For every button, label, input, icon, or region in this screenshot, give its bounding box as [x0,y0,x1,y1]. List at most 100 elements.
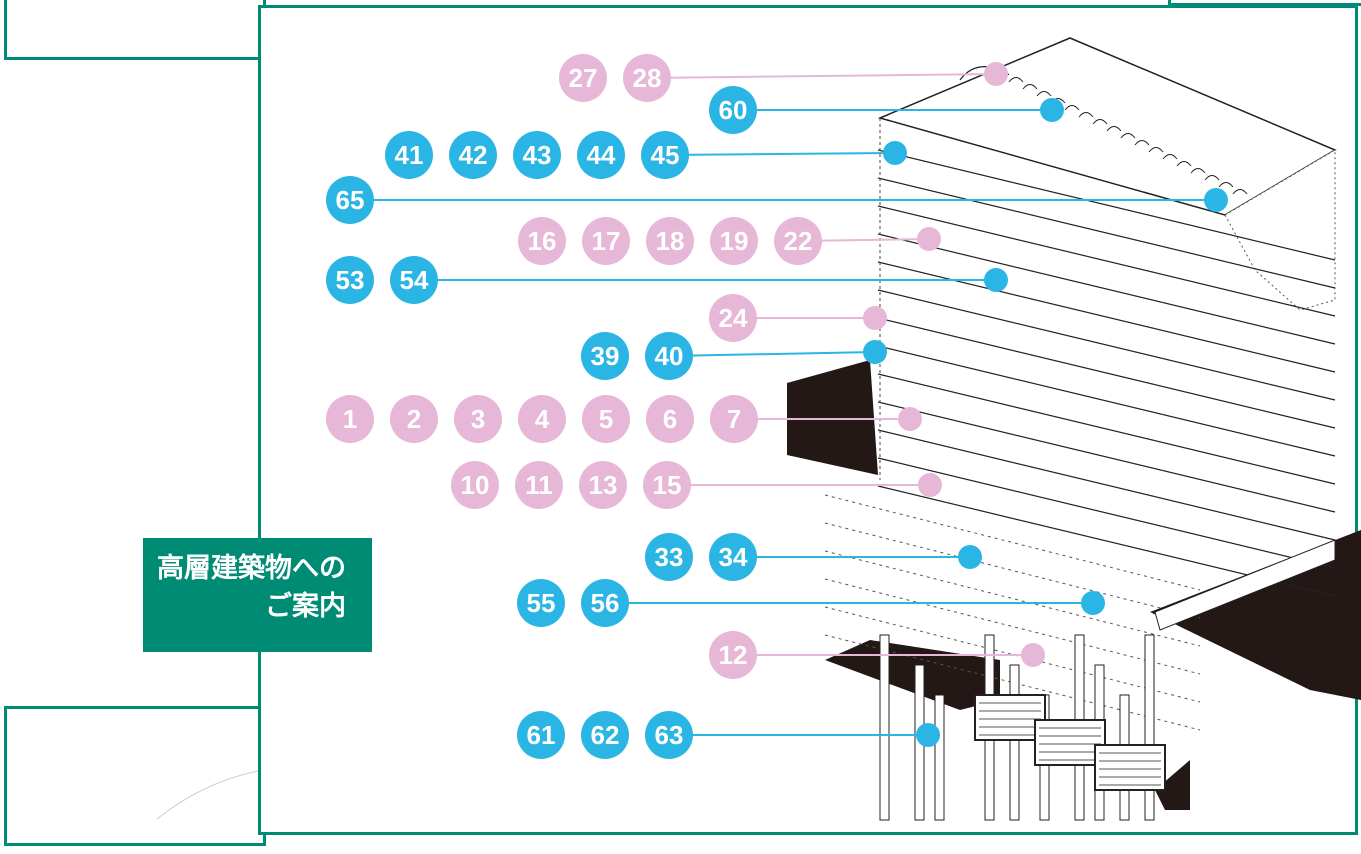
callout-bubble[interactable] [774,217,822,265]
roof-outline [877,37,1337,216]
callout-number: 40 [655,341,684,371]
bottom-left-panel [4,706,270,846]
decorative-arc [156,768,270,820]
callout-bubble[interactable] [581,579,629,627]
callout-leader-line [646,73,997,79]
top-right-panel [1168,0,1361,6]
callout-target-dot [1081,591,1105,615]
callout-bubble[interactable] [559,54,607,102]
callout-bubble[interactable] [582,395,630,443]
callout-number: 16 [528,226,557,256]
callout-number: 13 [589,470,618,500]
callout-bubble[interactable] [518,395,566,443]
callout-target-dot [916,723,940,747]
callout-bubble[interactable] [709,533,757,581]
callout-bubble[interactable] [390,395,438,443]
callout-bubble[interactable] [390,256,438,304]
building-illustration [787,37,1361,821]
callout-bubble[interactable] [326,176,374,224]
callout-leader-line [668,351,876,357]
callout-bubble[interactable] [582,217,630,265]
callout-bubble[interactable] [326,395,374,443]
callout-bubble[interactable] [518,217,566,265]
callout-number: 43 [523,140,552,170]
callout-bubble[interactable] [641,131,689,179]
callout-bubble[interactable] [645,533,693,581]
callout-number: 22 [784,226,813,256]
callout-bubble[interactable] [710,217,758,265]
callout-number: 17 [592,226,621,256]
callout-number: 33 [655,542,684,572]
callout-bubble[interactable] [646,395,694,443]
podium-ledge [1154,539,1336,631]
callout-number: 44 [587,140,616,170]
podium-lines [824,494,1201,731]
callout-bubble[interactable] [709,631,757,679]
high-rise-guide-button[interactable]: 高層建築物への ご案内 [143,538,372,652]
callout-leader-line [664,152,896,156]
callout-number: 42 [459,140,488,170]
callout-number: 34 [719,542,748,572]
callout-bubble[interactable] [513,131,561,179]
callout-number: 4 [535,404,550,434]
callout-number: 53 [336,265,365,295]
foundation-block [825,640,1000,710]
callout-target-dot [863,340,887,364]
callout-number: 63 [655,720,684,750]
callout-bubble[interactable] [581,332,629,380]
callout-bubble[interactable] [581,711,629,759]
callout-bubble[interactable] [643,461,691,509]
callout-60: 60 [709,86,1064,134]
callout-number: 5 [599,404,613,434]
callout-bubble[interactable] [451,461,499,509]
callout-bubble[interactable] [579,461,627,509]
callout-bubble[interactable] [326,256,374,304]
callout-number: 56 [591,588,620,618]
callout-target-dot [898,407,922,431]
callout-number: 6 [663,404,677,434]
callout-bubble[interactable] [645,711,693,759]
callout-16-17-18-19-22: 16 17 18 19 22 [518,217,941,265]
dark-block-left [787,360,878,475]
callout-65: 65 [326,176,1228,224]
callout-number: 54 [400,265,429,295]
callout-number: 61 [527,720,556,750]
callout-24: 24 [709,294,887,342]
callout-bubble[interactable] [517,579,565,627]
foundation-grid [974,694,1166,791]
callout-target-dot [984,268,1008,292]
callout-number: 27 [569,63,598,93]
callout-bubble[interactable] [385,131,433,179]
callout-bubble[interactable] [710,395,758,443]
callout-number: 24 [719,303,748,333]
callout-bubble[interactable] [709,294,757,342]
callout-bubble[interactable] [449,131,497,179]
guide-label-line2: ご案内 [265,591,346,622]
guide-label-line1: 高層建築物への [157,553,346,584]
callout-bubble[interactable] [709,86,757,134]
top-left-panel [4,0,266,60]
callout-number: 45 [651,140,680,170]
callout-number: 55 [527,588,556,618]
callout-target-dot [883,141,907,165]
callout-target-dot [1204,188,1228,212]
callout-bubble[interactable] [517,711,565,759]
callout-bubble[interactable] [646,217,694,265]
callout-number: 18 [656,226,685,256]
callout-bubble[interactable] [515,461,563,509]
callout-bubble[interactable] [454,395,502,443]
callout-target-dot [984,62,1008,86]
callout-number: 12 [719,640,748,670]
callout-number: 19 [720,226,749,256]
callout-number: 15 [653,470,682,500]
callout-number: 60 [719,95,748,125]
callout-bubble[interactable] [577,131,625,179]
callout-bubble[interactable] [623,54,671,102]
callout-bubble[interactable] [645,332,693,380]
